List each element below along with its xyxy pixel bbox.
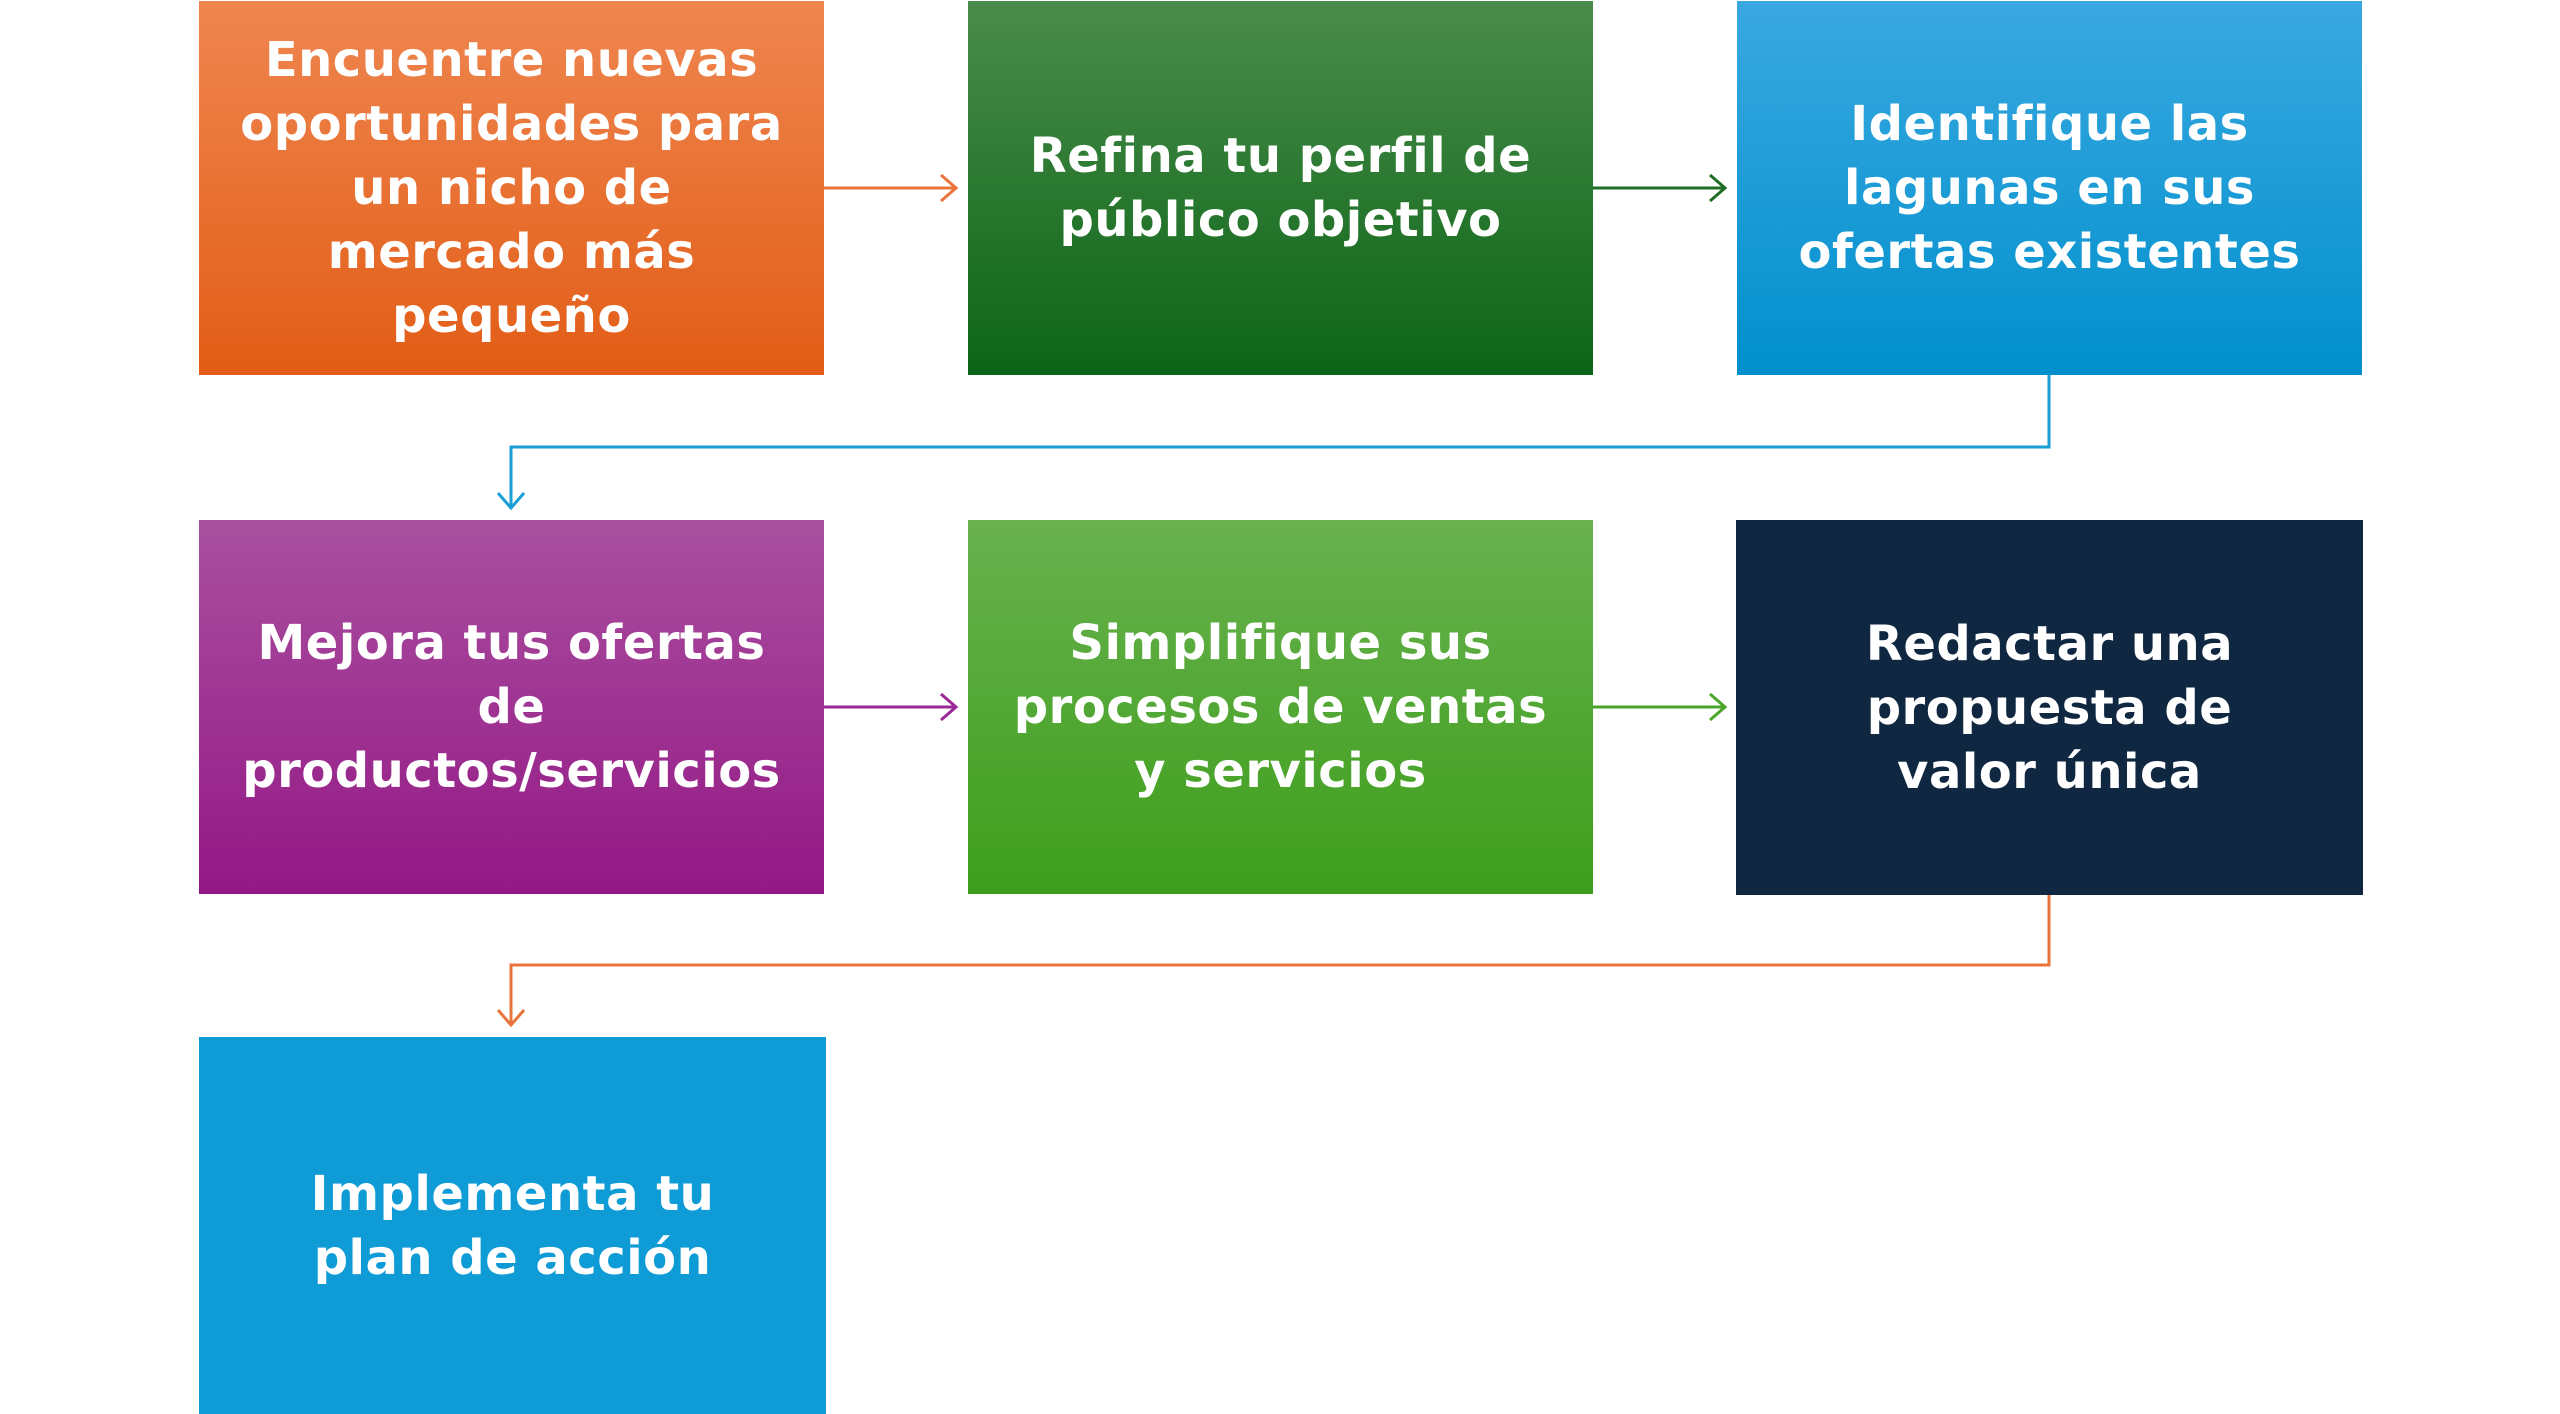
arrow-step6-to-step7 (496, 895, 2051, 1028)
step-box-implement-plan: Implementa tu plan de acción (199, 1037, 826, 1414)
step-box-find-opportunities: Encuentre nuevas oportunidades para un n… (199, 1, 824, 375)
step-label: Redactar una propuesta de valor única (1865, 615, 2234, 800)
arrow-step5-to-step6 (1593, 692, 1728, 722)
step-label: Identifique las lagunas en sus ofertas e… (1798, 96, 2301, 280)
step-label: Simplifique sus procesos de ventas y ser… (1013, 615, 1548, 799)
step-label: Mejora tus ofertas de productos/servicio… (242, 615, 781, 799)
arrow-step4-to-step5 (824, 692, 959, 722)
step-box-simplify-processes: Simplifique sus procesos de ventas y ser… (968, 520, 1593, 894)
step-box-improve-offers: Mejora tus ofertas de productos/servicio… (199, 520, 824, 894)
step-box-identify-gaps: Identifique las lagunas en sus ofertas e… (1737, 1, 2362, 375)
arrow-step2-to-step3 (1593, 173, 1728, 203)
arrow-step3-to-step4 (496, 375, 2051, 511)
step-box-value-proposition: Redactar una propuesta de valor única (1736, 520, 2363, 895)
step-label: Implementa tu plan de acción (310, 1165, 715, 1286)
step-box-refine-audience: Refina tu perfil de público objetivo (968, 1, 1593, 375)
step-label: Refina tu perfil de público objetivo (1029, 128, 1532, 248)
arrow-step1-to-step2 (824, 173, 959, 203)
step-label: Encuentre nuevas oportunidades para un n… (240, 32, 783, 344)
